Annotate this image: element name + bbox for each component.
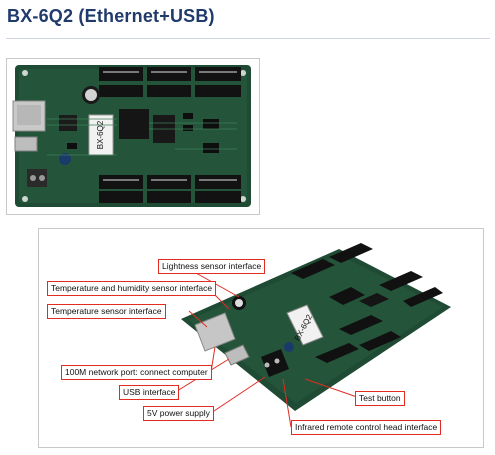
board-photo-top: BX-6Q2 bbox=[6, 58, 260, 215]
board-annotated-illustration: BX-6Q2 bbox=[176, 243, 451, 428]
callout-temp-humidity-sensor: Temperature and humidity sensor interfac… bbox=[47, 281, 217, 296]
callout-5v-power: 5V power supply bbox=[143, 406, 214, 421]
board-top-illustration: BX-6Q2 bbox=[12, 65, 251, 207]
callout-test-button: Test button bbox=[355, 391, 405, 406]
board-photo-annotated: BX-6Q2 Lightness sensor interface Temper… bbox=[38, 228, 484, 448]
callout-usb-interface: USB interface bbox=[119, 385, 180, 400]
callout-infrared-remote: Infrared remote control head interface bbox=[291, 420, 442, 435]
page-title: BX-6Q2 (Ethernet+USB) bbox=[7, 6, 215, 26]
board-label-top: BX-6Q2 bbox=[96, 120, 105, 149]
callout-temperature-sensor: Temperature sensor interface bbox=[47, 304, 166, 319]
title-divider bbox=[6, 38, 490, 39]
callout-network-port: 100M network port: connect computer bbox=[61, 365, 212, 380]
callout-lightness-sensor: Lightness sensor interface bbox=[158, 259, 266, 274]
